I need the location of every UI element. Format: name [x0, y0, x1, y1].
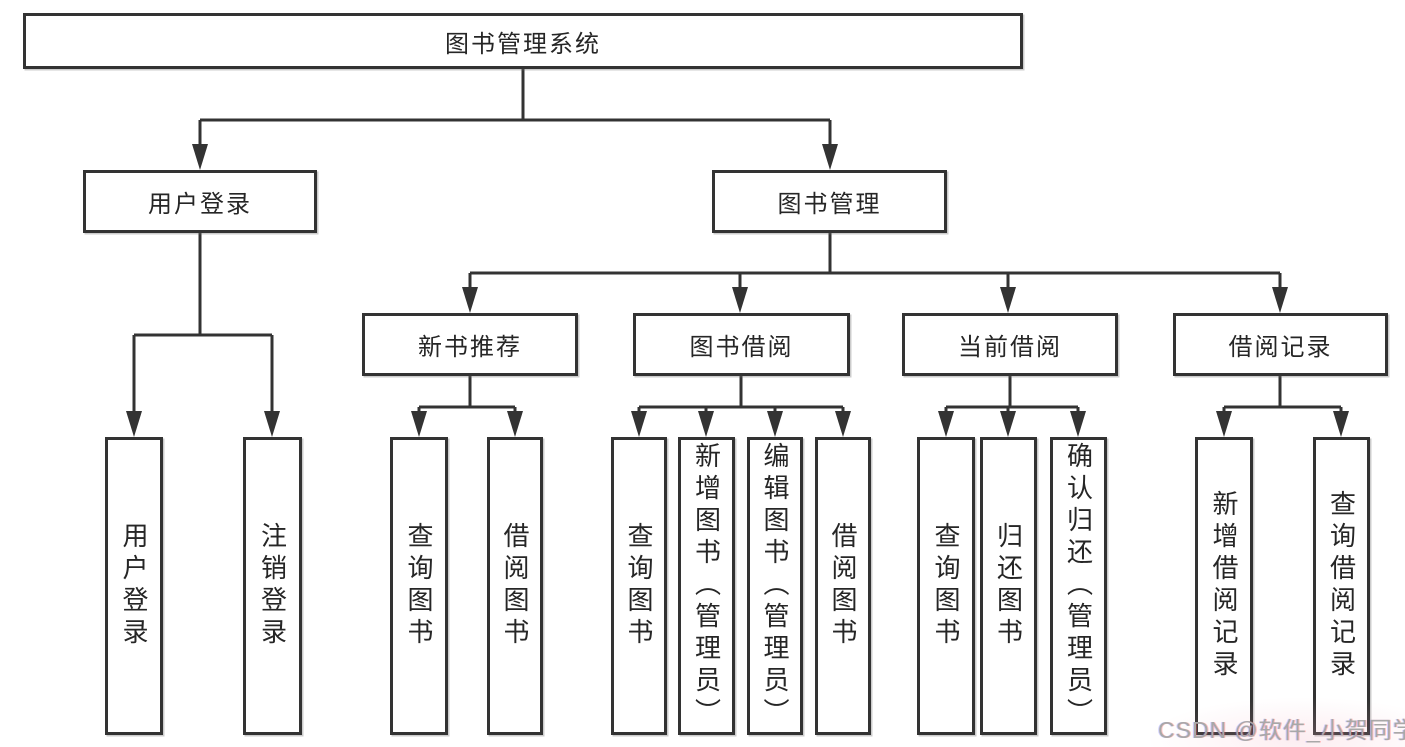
node-label: 用户登录 [148, 191, 252, 218]
leaf-label: 借阅图书 [500, 522, 530, 650]
leaf-label: 用户登录 [119, 522, 149, 650]
leaf-confirm-return-admin: 确认归还（管理员） [1050, 437, 1107, 735]
node-label: 图书管理系统 [445, 30, 601, 58]
leaf-label: 确认归还（管理员） [1063, 442, 1094, 730]
connector-new-book-bus [417, 376, 517, 417]
leaf-label: 查询图书 [931, 522, 961, 650]
leaf-label: 注销登录 [257, 522, 288, 650]
node-user-login-branch: 用户登录 [83, 170, 317, 233]
leaf-label: 新增借阅记录 [1209, 490, 1239, 682]
leaf-query-books-current: 查询图书 [917, 437, 975, 735]
connector-records-bus [1222, 376, 1343, 417]
leaf-borrow-books-recommend: 借阅图书 [487, 437, 543, 735]
node-borrowing-records: 借阅记录 [1173, 313, 1388, 376]
leaf-add-borrow-record: 新增借阅记录 [1195, 437, 1253, 735]
watermark-csdn: CSDN @软件_小贺同学 [1158, 717, 1405, 743]
arrowheads [126, 144, 1349, 437]
leaf-edit-book-admin: 编辑图书（管理员） [747, 437, 803, 735]
node-book-borrowing: 图书借阅 [633, 313, 850, 376]
leaf-label: 借阅图书 [828, 522, 858, 650]
node-current-borrowing: 当前借阅 [902, 313, 1118, 376]
connector-root-bus [198, 69, 832, 150]
node-label: 图书借阅 [689, 334, 794, 361]
node-label: 新书推荐 [418, 334, 522, 361]
node-label: 借阅记录 [1228, 334, 1333, 361]
node-new-book-recommend: 新书推荐 [362, 313, 578, 376]
node-label: 当前借阅 [958, 334, 1062, 361]
connector-book-mgmt-bus [468, 233, 1282, 293]
leaf-label: 查询图书 [404, 522, 434, 650]
leaf-return-books: 归还图书 [980, 437, 1037, 735]
connector-current-bus [944, 376, 1080, 417]
node-book-management: 图书管理 [712, 170, 947, 233]
leaf-query-books-borrowing: 查询图书 [611, 437, 667, 735]
leaf-label: 查询借阅记录 [1326, 490, 1357, 682]
leaf-query-books-recommend: 查询图书 [390, 437, 448, 735]
leaf-label: 归还图书 [993, 522, 1024, 650]
leaf-add-book-admin: 新增图书（管理员） [678, 437, 735, 735]
leaf-label: 查询图书 [624, 522, 654, 650]
connector-user-login-bus [132, 233, 274, 417]
leaf-borrow-books-borrowing: 借阅图书 [815, 437, 871, 735]
leaf-label: 新增图书（管理员） [691, 442, 722, 730]
leaf-user-login: 用户登录 [105, 437, 163, 735]
leaf-query-borrow-record: 查询借阅记录 [1313, 437, 1370, 735]
node-label: 图书管理 [777, 191, 882, 218]
leaf-logout: 注销登录 [243, 437, 302, 735]
leaf-label: 编辑图书（管理员） [760, 442, 790, 730]
node-library-management-system: 图书管理系统 [23, 13, 1023, 69]
connector-borrowing-bus [637, 376, 845, 417]
